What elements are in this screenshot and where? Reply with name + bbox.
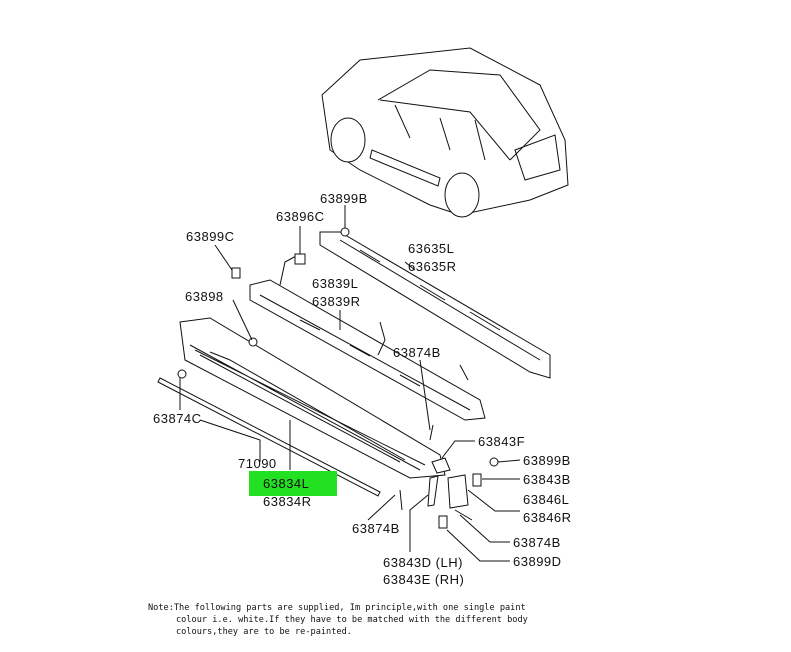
label-63846R[interactable]: 63846R: [523, 510, 572, 525]
label-63843F[interactable]: 63843F: [478, 434, 525, 449]
label-63899B[interactable]: 63899B: [320, 191, 368, 206]
note-line-1: Note:The following parts are supplied, I…: [148, 603, 526, 613]
label-63839L[interactable]: 63839L: [312, 276, 358, 291]
label-63843B[interactable]: 63843B: [523, 472, 571, 487]
label-63635L[interactable]: 63635L: [408, 241, 454, 256]
label-63846L[interactable]: 63846L: [523, 492, 569, 507]
note: Note:The following parts are supplied, I…: [148, 603, 528, 637]
vehicle-illustration: [321, 47, 569, 218]
note-line-3: colours,they are to be re-painted.: [176, 627, 352, 637]
highlight-box: [249, 471, 337, 496]
rail-63839: [249, 254, 486, 421]
label-63874B[interactable]: 63874B: [393, 345, 441, 360]
label-71090[interactable]: 71090: [238, 456, 277, 471]
label-63874C[interactable]: 63874C: [153, 411, 202, 426]
label-63635R[interactable]: 63635R: [408, 259, 457, 274]
label-63874B-right[interactable]: 63874B: [513, 535, 561, 550]
label-63899B-right[interactable]: 63899B: [523, 453, 571, 468]
leader-lines: [179, 205, 521, 562]
rail-63635: [319, 231, 551, 379]
note-line-2: colour i.e. white.If they have to be mat…: [176, 615, 528, 625]
label-63896C[interactable]: 63896C: [276, 209, 325, 224]
label-63899D[interactable]: 63899D: [513, 554, 562, 569]
label-63834L[interactable]: 63834L: [263, 476, 309, 491]
fasteners: [177, 227, 499, 529]
label-63874B-low[interactable]: 63874B: [352, 521, 400, 536]
label-63834R[interactable]: 63834R: [263, 494, 312, 509]
label-63843D[interactable]: 63843D (LH): [383, 555, 463, 570]
label-63898[interactable]: 63898: [185, 289, 224, 304]
part-labels: 63899B 63896C 63899C 63635L 63635R 63898…: [153, 191, 572, 587]
label-63843E[interactable]: 63843E (RH): [383, 572, 464, 587]
label-63839R[interactable]: 63839R: [312, 294, 361, 309]
label-63899C[interactable]: 63899C: [186, 229, 235, 244]
side-step-63834: [157, 317, 446, 497]
